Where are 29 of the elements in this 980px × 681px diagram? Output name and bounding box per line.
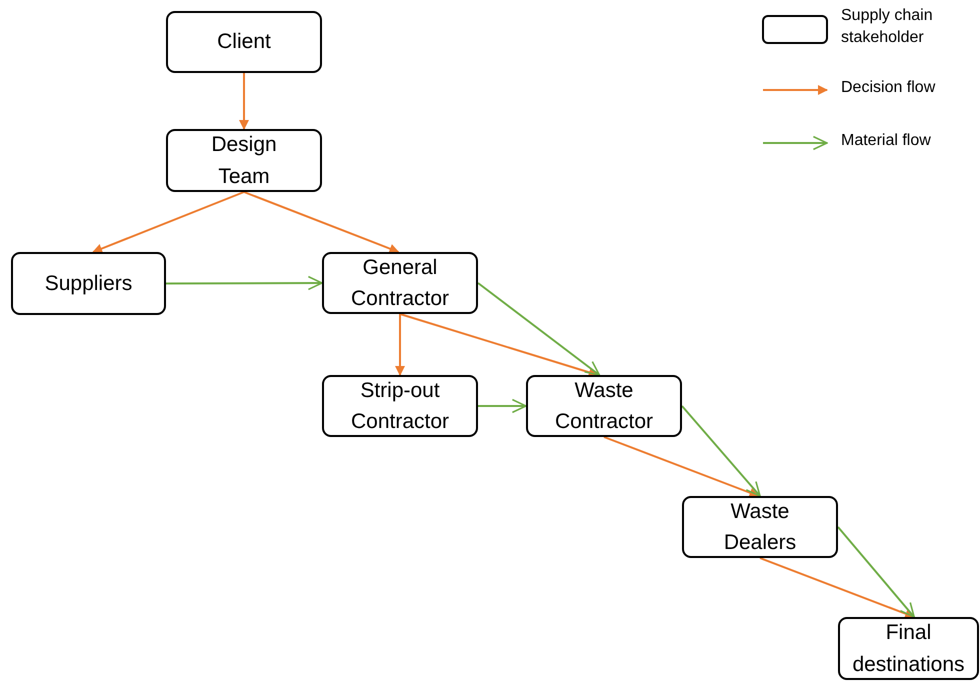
stakeholder-box xyxy=(526,375,682,437)
legend-label: Material flow xyxy=(841,131,932,151)
node-label: Strip-out Contractor xyxy=(350,378,450,435)
stakeholder-box xyxy=(322,252,478,314)
stakeholder-box xyxy=(322,375,478,437)
legend-label: Supply chain stakeholder xyxy=(841,6,934,48)
arrow xyxy=(604,436,760,498)
legend-label: Decision flow xyxy=(841,78,936,98)
arrow xyxy=(478,398,527,414)
arrow xyxy=(477,282,600,376)
stakeholder-box xyxy=(11,252,166,315)
arrow xyxy=(395,314,405,376)
node-label: Client xyxy=(216,29,272,56)
arrow xyxy=(92,191,244,254)
node-label: General Contractor xyxy=(350,254,450,312)
arrow xyxy=(166,276,323,290)
arrow xyxy=(244,191,400,254)
stakeholder-box xyxy=(166,129,322,192)
stakeholder-box xyxy=(682,496,838,558)
stakeholder-box xyxy=(838,617,979,680)
stakeholder-box xyxy=(166,11,322,73)
arrow xyxy=(681,405,761,497)
node-label: Waste Dealers xyxy=(722,498,798,556)
node-label: Design Team xyxy=(210,132,278,190)
node-label: Waste Contractor xyxy=(554,378,654,435)
arrow xyxy=(837,526,915,618)
node-label: Final destinations xyxy=(851,620,966,678)
node-label: Suppliers xyxy=(44,270,134,297)
arrow xyxy=(239,73,249,130)
